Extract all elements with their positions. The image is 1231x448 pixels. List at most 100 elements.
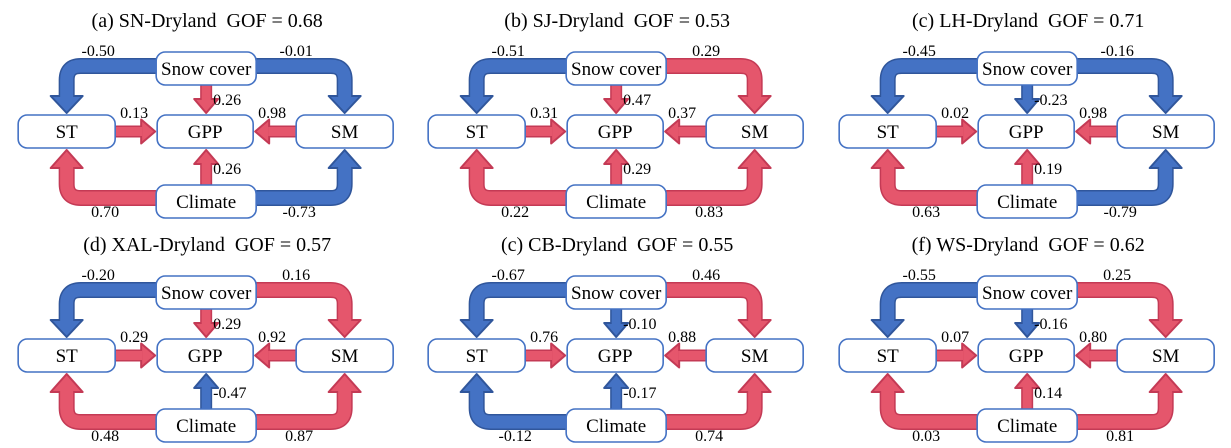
arrow-st-to-gpp	[525, 342, 567, 369]
arrow-climate-to-gpp	[1013, 149, 1040, 185]
coefficient-st-to-gpp: 0.02	[941, 105, 969, 122]
node-box-st	[838, 114, 937, 149]
arrowhead	[459, 95, 494, 114]
panel-title: (b) SJ-Dryland GOF = 0.53	[505, 10, 731, 32]
coefficient-st-to-gpp: 0.07	[941, 329, 969, 346]
arrow-snow-to-gpp	[603, 309, 630, 338]
coefficient-snow-to-st: -0.55	[902, 267, 935, 284]
arrow-snow-to-gpp	[1013, 85, 1040, 114]
arrow-snow-to-st	[49, 58, 157, 114]
coefficient-snow-to-sm: 0.16	[282, 267, 310, 284]
coefficient-sm-to-gpp: 0.37	[668, 105, 696, 122]
node-box-climate	[155, 184, 257, 219]
arrowhead	[870, 149, 905, 169]
node-label-sm: SM	[331, 122, 359, 143]
coefficient-snow-to-sm: -0.01	[280, 43, 313, 60]
node-box-sm	[705, 114, 805, 149]
coefficient-climate-to-st: 0.48	[91, 428, 119, 445]
node-label-st: ST	[56, 346, 79, 367]
coefficient-sm-to-gpp: 0.98	[258, 105, 286, 122]
arrowhead	[459, 373, 494, 393]
node-box-gpp	[566, 338, 665, 373]
coefficient-snow-to-sm: 0.46	[692, 267, 720, 284]
node-label-st: ST	[56, 122, 79, 143]
node-label-sm: SM	[1152, 346, 1180, 367]
arrowhead	[1148, 149, 1183, 169]
node-box-snow	[565, 51, 668, 86]
arrow-climate-to-sm	[1076, 373, 1183, 430]
arrow-sm-to-gpp	[664, 342, 707, 369]
arrow-st-to-gpp	[935, 118, 977, 145]
arrowhead	[1074, 342, 1091, 369]
node-label-climate: Climate	[586, 192, 646, 213]
arrow-snow-to-st	[49, 282, 157, 338]
arrow-climate-to-sm	[666, 373, 772, 430]
node-box-snow	[155, 275, 257, 310]
node-box-gpp	[156, 114, 254, 149]
coefficient-climate-to-st: 0.70	[91, 204, 119, 221]
coefficient-sm-to-gpp: 0.88	[668, 329, 696, 346]
arrowhead	[459, 319, 494, 338]
arrow-climate-to-gpp	[193, 149, 220, 185]
node-label-snow: Snow cover	[982, 283, 1073, 304]
arrowhead	[327, 319, 362, 338]
coefficient-st-to-gpp: 0.29	[120, 329, 148, 346]
node-box-climate	[976, 408, 1078, 443]
node-label-snow: Snow cover	[571, 283, 662, 304]
node-label-gpp: GPP	[188, 346, 223, 367]
arrow-climate-to-st	[459, 149, 567, 206]
arrowhead	[737, 319, 772, 338]
node-box-gpp	[977, 338, 1075, 373]
arrow-climate-to-sm	[256, 149, 362, 206]
node-label-climate: Climate	[586, 416, 646, 437]
arrowhead	[737, 149, 772, 169]
coefficient-climate-to-gpp: -0.47	[213, 385, 246, 402]
arrowhead	[1148, 95, 1183, 114]
arrow-snow-to-sm	[666, 282, 772, 338]
arrow-snow-to-gpp	[193, 85, 220, 114]
node-label-snow: Snow cover	[982, 59, 1073, 80]
arrow-climate-to-sm	[256, 373, 362, 430]
arrowhead	[1074, 118, 1091, 145]
coefficient-snow-to-gpp: -0.16	[1034, 316, 1067, 333]
coefficient-climate-to-sm: 0.87	[285, 428, 313, 445]
arrow-snow-to-sm	[666, 58, 772, 114]
panel-title: (c) CB-Dryland GOF = 0.55	[501, 234, 733, 256]
arrowhead	[140, 118, 157, 145]
node-label-st: ST	[466, 346, 489, 367]
arrowhead	[870, 319, 905, 338]
arrowhead	[49, 319, 84, 338]
coefficient-snow-to-st: -0.51	[492, 43, 525, 60]
node-label-gpp: GPP	[598, 346, 633, 367]
coefficient-climate-to-sm: 0.74	[695, 428, 723, 445]
coefficient-climate-to-gpp: 0.19	[1034, 161, 1062, 178]
arrowhead	[1148, 373, 1183, 393]
arrowhead	[664, 342, 681, 369]
node-label-snow: Snow cover	[571, 59, 662, 80]
arrowhead	[327, 149, 362, 169]
node-label-st: ST	[876, 346, 899, 367]
coefficient-sm-to-gpp: 0.80	[1079, 329, 1107, 346]
coefficient-snow-to-gpp: -0.10	[623, 316, 656, 333]
node-box-snow	[565, 275, 668, 310]
coefficient-climate-to-gpp: 0.29	[623, 161, 651, 178]
node-label-gpp: GPP	[598, 122, 633, 143]
coefficient-climate-to-sm: -0.73	[283, 204, 316, 221]
node-box-st	[427, 114, 527, 149]
node-box-snow	[976, 51, 1078, 86]
node-box-st	[17, 338, 116, 373]
coefficient-snow-to-sm: 0.29	[692, 43, 720, 60]
arrow-st-to-gpp	[525, 118, 567, 145]
arrow-climate-to-gpp	[193, 373, 220, 409]
node-label-sm: SM	[1152, 122, 1180, 143]
arrow-snow-to-sm	[1076, 58, 1183, 114]
node-box-gpp	[566, 114, 665, 149]
node-box-snow	[155, 51, 257, 86]
arrow-climate-to-st	[49, 149, 157, 206]
arrowhead	[737, 373, 772, 393]
arrowhead	[254, 118, 271, 145]
